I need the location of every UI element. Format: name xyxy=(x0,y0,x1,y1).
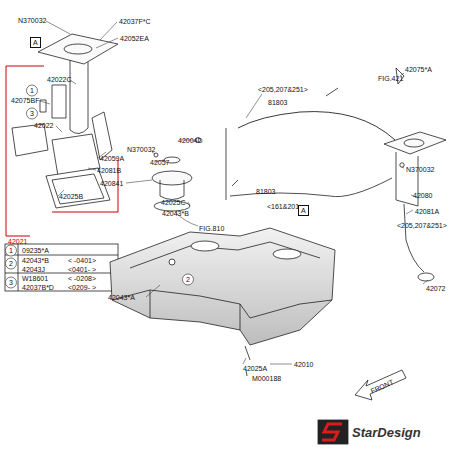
callout-circle xyxy=(5,277,16,288)
part-number: 42022C xyxy=(47,76,72,83)
callout-number: 2 xyxy=(186,276,190,283)
part-number: N370032 xyxy=(406,166,434,173)
callout-circle xyxy=(5,245,16,256)
part-number: 42021 xyxy=(8,238,27,245)
part-number: < -0208> xyxy=(68,275,96,282)
part-number: 42025B xyxy=(59,193,83,200)
callout-circle xyxy=(26,108,37,119)
part-number: 42025A xyxy=(243,365,267,372)
part-number: 420841 xyxy=(100,180,123,187)
callout-number: 1 xyxy=(9,247,13,254)
callout-number: 3 xyxy=(30,110,34,117)
part-number: <205,207&251> xyxy=(258,86,308,93)
box-letter: A xyxy=(301,207,306,214)
part-number: FIG.421 xyxy=(378,75,403,82)
part-number: 42075*A xyxy=(405,66,432,73)
part-number: 42022 xyxy=(34,122,53,129)
gasket xyxy=(46,168,110,208)
callout-circle xyxy=(26,85,37,96)
fuel-tank xyxy=(110,228,335,345)
callout-circle xyxy=(5,258,16,269)
pump-bracket xyxy=(70,60,88,134)
part-number: 42037F*C xyxy=(119,18,151,25)
reference-box: A xyxy=(298,205,309,216)
callout-number: 2 xyxy=(9,260,13,267)
part-number: 42052EA xyxy=(120,35,149,42)
callout-circle xyxy=(182,274,193,285)
part-number: 42081B xyxy=(97,167,121,174)
logo-text: StarDesign xyxy=(352,426,421,439)
part-number: 42080 xyxy=(413,192,432,199)
part-number: 42004D xyxy=(178,137,203,144)
part-number: < -0401> xyxy=(68,257,96,264)
callout-number: 3 xyxy=(9,279,13,286)
part-number: 09235*A xyxy=(22,247,49,254)
part-number: 81803 xyxy=(268,99,287,106)
part-number: 42043*A xyxy=(108,294,135,301)
bracket xyxy=(92,112,112,160)
pump-flange xyxy=(38,34,118,64)
box-letter: A xyxy=(33,39,38,46)
leader-lines xyxy=(40,21,428,364)
part-number: 42072 xyxy=(426,285,445,292)
part-number: 42059A xyxy=(100,155,124,162)
part-number: FIG.810 xyxy=(199,225,224,232)
part-number: 42057 xyxy=(150,159,169,166)
part-number: 81803 xyxy=(256,188,275,195)
reference-box: A xyxy=(30,37,41,48)
part-number: 42010 xyxy=(294,361,313,368)
part-number: <0209- > xyxy=(68,284,96,291)
part-number: M000188 xyxy=(252,375,281,382)
part-number: 42025C xyxy=(161,199,186,206)
callout-number: 1 xyxy=(30,87,34,94)
part-number: <0401- > xyxy=(68,266,96,273)
part-number: 42081A xyxy=(415,208,439,215)
part-number: N370032 xyxy=(127,146,155,153)
fuel-pump xyxy=(52,85,66,118)
part-number: <205,207&251> xyxy=(397,222,447,229)
part-number: 42043*B xyxy=(22,257,49,264)
part-number: 42043*B xyxy=(162,210,189,217)
part-number: N370032 xyxy=(18,17,46,24)
group-frame xyxy=(6,66,118,236)
part-number: W18601 xyxy=(22,275,48,282)
part-number: 42037B*D xyxy=(22,284,54,291)
part-number: 42043J xyxy=(22,266,45,273)
part-number: 42075BF xyxy=(11,97,39,104)
